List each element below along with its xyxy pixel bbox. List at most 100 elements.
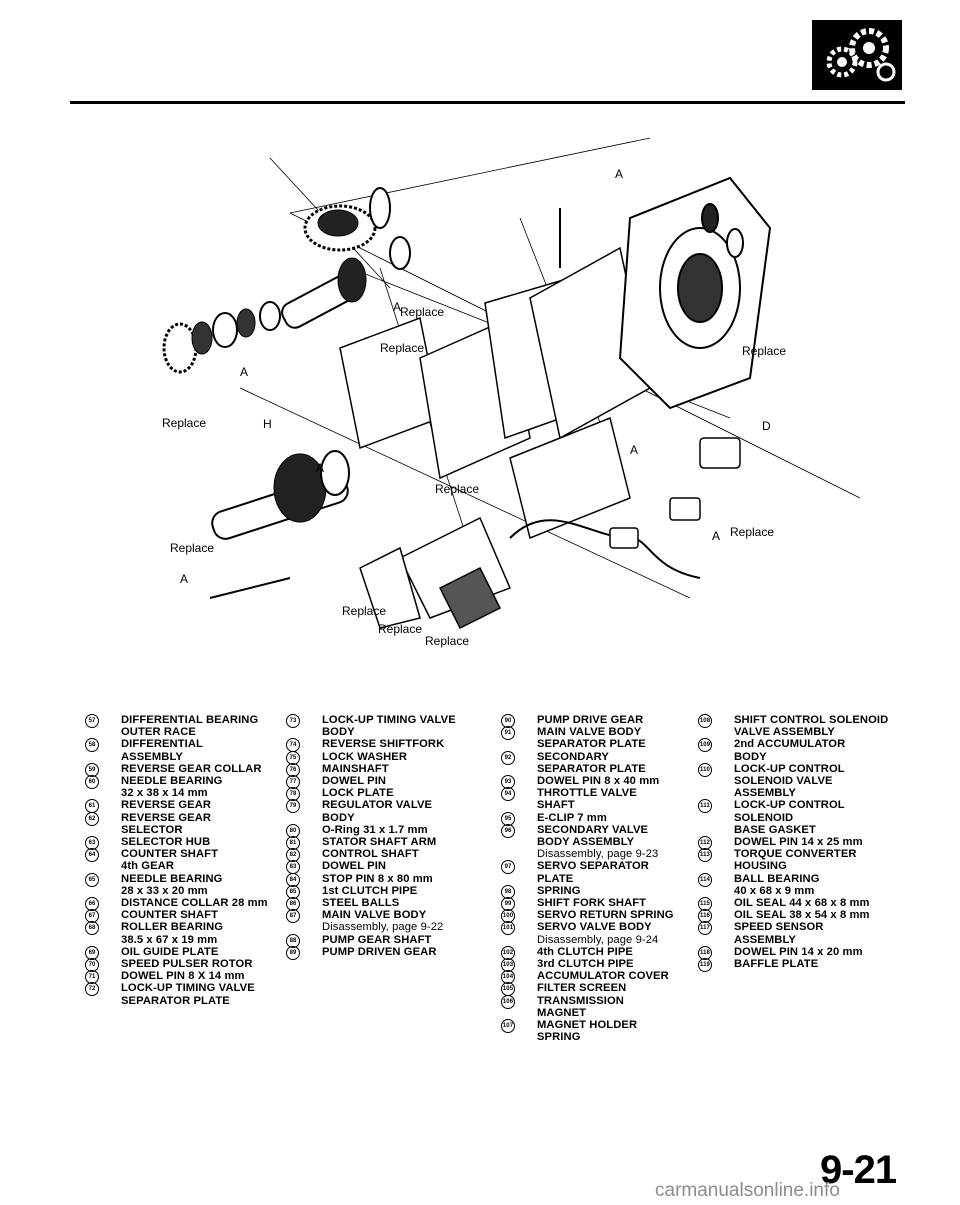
legend-text: SHIFT FORK SHAFT (537, 897, 647, 910)
legend-text: MAGNET (537, 1006, 587, 1019)
page-number: 9-21 (820, 1148, 897, 1192)
legend-number: 91 (501, 726, 515, 741)
legend-number: 117 (698, 921, 712, 936)
legend-text: DOWEL PIN 8 x 40 mm (537, 775, 660, 788)
legend-note: Disassembly, page 9-24 (537, 933, 659, 946)
legend-text: THROTTLE VALVE (537, 787, 637, 800)
legend-text: PLATE (537, 872, 574, 885)
legend-text: 40 x 68 x 9 mm (734, 884, 815, 897)
legend-number: 111 (698, 799, 712, 814)
legend-number: 114 (698, 872, 712, 887)
legend-text: SERVO RETURN SPRING (537, 909, 674, 922)
legend-text: TRANSMISSION (537, 994, 624, 1007)
legend-note: Disassembly, page 9-23 (537, 848, 659, 861)
legend-text: NEEDLE BEARING (121, 775, 223, 788)
legend-text: LOCK-UP CONTROL (734, 799, 845, 812)
legend-text: REVERSE GEAR (121, 811, 212, 824)
legend-number: 72 (85, 982, 99, 997)
legend-number: 92 (501, 750, 515, 765)
legend-number: 101 (501, 921, 515, 936)
legend-text: MAIN VALVE BODY (537, 726, 642, 739)
replace-callout: Replace (730, 525, 774, 539)
legend-text: O-Ring 31 x 1.7 mm (322, 823, 428, 836)
replace-callout: Replace (380, 341, 424, 355)
legend-text: SEPARATOR PLATE (537, 738, 646, 751)
legend-text: VALVE ASSEMBLY (734, 726, 835, 739)
legend-text: DOWEL PIN (322, 775, 387, 788)
legend-text: TORQUE CONVERTER (734, 848, 857, 861)
legend-number: 73 (286, 714, 300, 728)
legend-text: DOWEL PIN 14 x 25 mm (734, 836, 863, 849)
legend-text: SOLENOID VALVE (734, 775, 833, 788)
legend-text: BODY ASSEMBLY (537, 836, 635, 849)
legend-text: BODY (322, 811, 355, 824)
replace-callout: Replace (400, 305, 444, 319)
differential-assembly (303, 187, 411, 270)
legend-text: LOCK-UP TIMING VALVE (322, 714, 456, 726)
legend-text: SHIFT CONTROL SOLENOID (734, 714, 889, 726)
legend-text: LOCK WASHER (322, 750, 408, 763)
view-letter: A (180, 572, 188, 586)
legend-text: BODY (734, 750, 767, 763)
legend-number: 108 (698, 714, 712, 728)
legend-text: MAINSHAFT (322, 762, 389, 775)
legend-number: 110 (698, 762, 712, 777)
legend-number: 107 (501, 1019, 515, 1034)
view-letter: A (240, 365, 248, 379)
view-letter: A (393, 300, 401, 314)
legend-number: 62 (85, 811, 99, 826)
legend-number: 113 (698, 848, 712, 863)
replace-callout: Replace (170, 541, 214, 555)
legend-text: BASE GASKET (734, 823, 816, 836)
legend-text: PUMP DRIVE GEAR (537, 714, 644, 726)
replace-callout: Replace (162, 416, 206, 430)
legend-number: 119 (698, 958, 712, 973)
exploded-view-diagram: Replace Replace Replace Replace Replace … (162, 137, 861, 648)
legend-text: SHAFT (537, 799, 575, 812)
legend-text: SECONDARY VALVE (537, 823, 649, 836)
legend-text: HOUSING (734, 860, 787, 873)
view-letter: A (630, 443, 638, 457)
legend-number: 65 (85, 872, 99, 887)
legend-text: REVERSE GEAR (121, 799, 212, 812)
legend-text: 1st CLUTCH PIPE (322, 884, 418, 897)
legend-text: DIFFERENTIAL BEARING (121, 714, 259, 726)
legend-number: 106 (501, 994, 515, 1009)
legend-text: 4th GEAR (121, 860, 175, 873)
legend-text: ROLLER BEARING (121, 921, 224, 934)
legend-text: OUTER RACE (121, 726, 196, 739)
legend-number: 97 (501, 860, 515, 875)
legend-text: STOP PIN 8 x 80 mm (322, 872, 433, 885)
view-letter: A (316, 461, 324, 475)
